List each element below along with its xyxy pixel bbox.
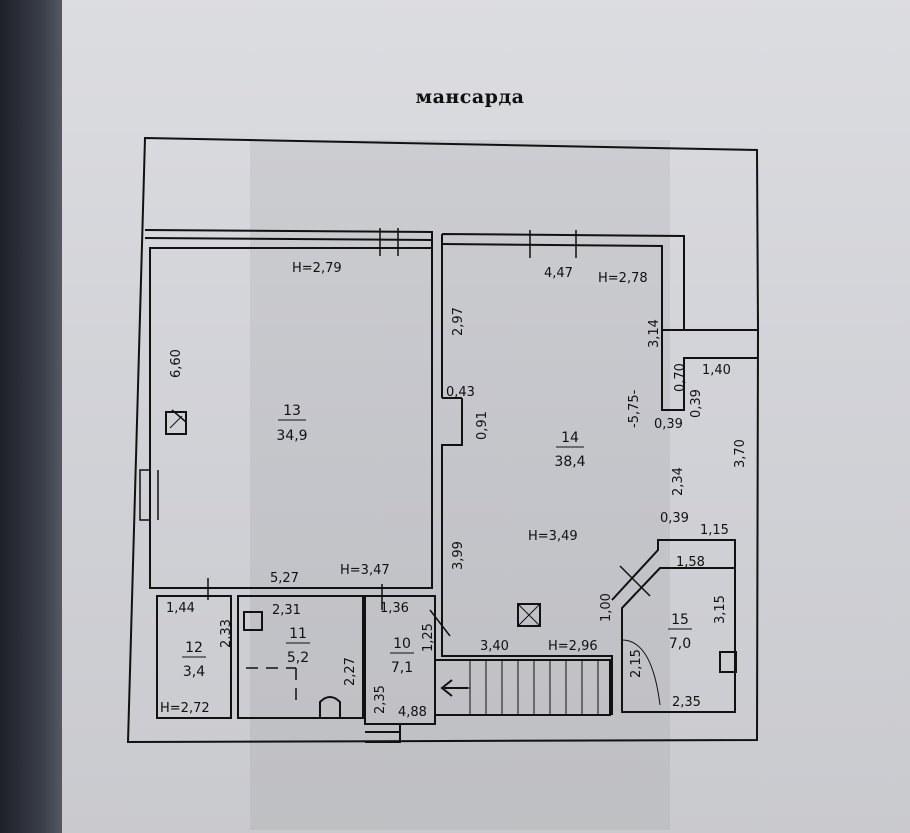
dim-3-15: 3,15 bbox=[713, 595, 728, 624]
dim-6-60: 6,60 bbox=[169, 349, 184, 378]
room-13-number: 13 bbox=[283, 403, 301, 419]
dim-2-27: 2,27 bbox=[343, 657, 358, 686]
room-15-number: 15 bbox=[671, 612, 689, 628]
dim-2-35-b: 2,35 bbox=[672, 695, 701, 710]
room-15-area: 7,0 bbox=[669, 636, 691, 652]
stair-steps bbox=[450, 660, 599, 715]
room-11-walls bbox=[237, 595, 364, 719]
dim-3-99: 3,99 bbox=[451, 541, 466, 570]
room-13-area: 34,9 bbox=[276, 428, 307, 444]
room-12-walls bbox=[156, 595, 232, 719]
walls bbox=[126, 136, 760, 744]
outer-boundary bbox=[126, 136, 760, 744]
dim-0-39-c: 0,39 bbox=[660, 511, 689, 526]
window-marks bbox=[139, 228, 651, 637]
dim-0-43: 0,43 bbox=[446, 385, 475, 400]
plan-title: мансарда bbox=[415, 86, 525, 108]
room-13-top-wall bbox=[144, 229, 433, 248]
dim-1-36: 1,36 bbox=[380, 601, 409, 616]
dim-1-58: 1,58 bbox=[676, 555, 705, 570]
height-room-12: H=2,72 bbox=[160, 701, 210, 716]
room-11-dashes bbox=[246, 667, 297, 700]
sink-15 bbox=[719, 651, 737, 673]
dim-1-40: 1,40 bbox=[702, 363, 731, 378]
dim-4-47: 4,47 bbox=[544, 266, 573, 281]
room-13-walls bbox=[149, 247, 433, 589]
boiler-mark bbox=[169, 415, 183, 429]
height-stairs: H=2,96 bbox=[548, 639, 598, 654]
dim-2-34: 2,34 bbox=[671, 467, 686, 496]
chimney-cross bbox=[517, 603, 541, 627]
dim-3-40: 3,40 bbox=[480, 639, 509, 654]
room-10-number: 10 bbox=[393, 636, 411, 652]
dim-1-15: 1,15 bbox=[700, 523, 729, 538]
dim-1-25: 1,25 bbox=[421, 623, 436, 652]
dim-2-97: 2,97 bbox=[451, 307, 466, 336]
stair-arrow bbox=[440, 679, 468, 697]
sink-12 bbox=[243, 611, 263, 631]
dim-0-91: 0,91 bbox=[475, 411, 490, 440]
room-12-area: 3,4 bbox=[183, 664, 205, 680]
height-room-13-bottom: H=3,47 bbox=[340, 563, 390, 578]
dim-1-44: 1,44 bbox=[166, 601, 195, 616]
height-room-13: H=2,79 bbox=[292, 261, 342, 276]
room-14-area: 38,4 bbox=[554, 454, 585, 470]
toilet-11 bbox=[319, 696, 341, 718]
room-14-top-wall bbox=[441, 243, 684, 331]
dim-2-35-a: 2,35 bbox=[373, 685, 388, 714]
entry-step bbox=[365, 723, 401, 743]
height-labels: H=2,79 H=2,78 H=3,47 H=3,49 H=2,96 H=2,7… bbox=[160, 261, 648, 716]
room-labels: 13 34,9 14 38,4 15 7,0 12 3,4 11 5,2 10 … bbox=[182, 403, 692, 680]
chimney-symbol bbox=[517, 603, 541, 627]
room-14-number: 14 bbox=[561, 430, 579, 446]
height-room-14-top: H=2,78 bbox=[598, 271, 648, 286]
room-15-walls bbox=[611, 539, 736, 713]
room-10-area: 7,1 bbox=[391, 660, 413, 676]
dim-2-33: 2,33 bbox=[219, 619, 234, 648]
niche-walls bbox=[661, 330, 757, 411]
stairs bbox=[434, 659, 611, 716]
dim-5-27: 5,27 bbox=[270, 571, 299, 586]
room-11-area: 5,2 bbox=[287, 650, 309, 666]
boiler-symbol bbox=[165, 411, 187, 435]
door-swing-15 bbox=[621, 639, 661, 706]
dim-4-88: 4,88 bbox=[398, 705, 427, 720]
height-room-14: H=3,49 bbox=[528, 529, 578, 544]
room-12-number: 12 bbox=[185, 640, 203, 656]
dim-2-15: 2,15 bbox=[629, 649, 644, 678]
dim-2-31: 2,31 bbox=[272, 603, 301, 618]
dimension-labels: 6,60 5,27 4,47 2,97 3,14 0,43 0,91 -5,75… bbox=[166, 266, 748, 720]
dim-0-39-b: 0,39 bbox=[689, 389, 704, 418]
dim-3-14: 3,14 bbox=[647, 319, 662, 348]
dim-0-39-a: 0,39 bbox=[654, 417, 683, 432]
dim-5-75: -5,75- bbox=[627, 389, 642, 428]
dim-0-70: 0,70 bbox=[673, 363, 688, 392]
room-11-number: 11 bbox=[289, 626, 307, 642]
room-14-walls bbox=[441, 233, 757, 715]
dim-3-70: 3,70 bbox=[733, 439, 748, 468]
dim-1-00: 1,00 bbox=[599, 593, 614, 622]
